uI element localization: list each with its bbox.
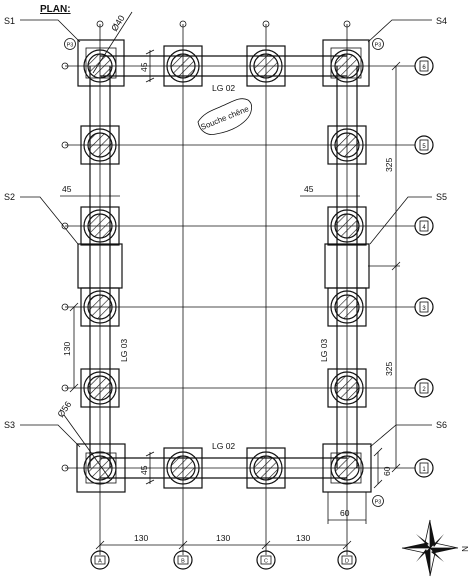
diameter-top-label: Ø40 <box>109 13 126 33</box>
beam-bottom <box>100 457 347 479</box>
pile-a2 <box>80 368 120 408</box>
svg-text:B: B <box>181 559 185 565</box>
svg-text:3: 3 <box>422 306 426 312</box>
column-axis-lines <box>99 24 348 555</box>
beam-label-left: LG 03 <box>119 339 129 362</box>
support-label-s2: S2 <box>4 192 15 202</box>
row-axis-start-dots <box>61 62 69 472</box>
dim-325-lower-label: 325 <box>384 362 394 376</box>
dim-325-upper-label: 325 <box>384 158 394 172</box>
dim-60-bottom <box>327 492 367 524</box>
pile-corner-a6 <box>77 39 125 87</box>
dim-45-right-label: 45 <box>304 184 314 194</box>
support-leader-s3 <box>20 424 81 448</box>
dim-45-top <box>145 49 155 83</box>
beam-top <box>100 55 347 77</box>
dim-130-bottom-3-label: 130 <box>296 533 310 543</box>
svg-text:6: 6 <box>422 65 426 71</box>
pile-d3 <box>327 287 367 327</box>
beam-label-right: LG 03 <box>319 339 329 362</box>
row-axis-tag-2: 2 <box>414 378 434 398</box>
column-axis-top-dots <box>96 20 351 28</box>
dim-130-left <box>69 302 79 393</box>
dim-130-bottom-1-label: 130 <box>134 533 148 543</box>
svg-text:1: 1 <box>422 467 426 473</box>
support-label-s4: S4 <box>436 16 447 26</box>
dim-45-left <box>60 192 120 200</box>
pile-a5 <box>80 125 120 165</box>
svg-text:C: C <box>264 559 268 565</box>
diameter-top-leader <box>92 11 133 74</box>
dim-45-top-label: 45 <box>139 62 149 72</box>
post-marker-top-left: P3 <box>64 38 76 50</box>
pile-d5 <box>327 125 367 165</box>
pile-b6 <box>163 45 203 87</box>
column-axis-tag-b: B <box>173 550 193 570</box>
pile-d2 <box>327 368 367 408</box>
pile-corner-d6 <box>322 39 370 87</box>
post-marker-top-right: P3 <box>372 38 384 50</box>
north-arrow-icon <box>401 519 459 577</box>
pile-a4 <box>80 206 120 246</box>
pile-d4 <box>327 206 367 246</box>
pile-a3 <box>80 287 120 327</box>
row-axis-tag-1: 1 <box>414 458 434 478</box>
pile-c1 <box>246 447 286 489</box>
svg-text:5: 5 <box>422 144 426 150</box>
svg-text:2: 2 <box>422 387 426 393</box>
column-axis-tag-c: C <box>256 550 276 570</box>
post-marker-bottom-right: P3 <box>372 495 384 507</box>
dim-45-right <box>300 192 360 200</box>
pile-corner-d1 <box>322 443 372 493</box>
dim-325-right <box>368 61 401 473</box>
dim-45-bottom <box>145 451 155 485</box>
diameter-bottom-leader <box>63 414 111 480</box>
svg-text:P3: P3 <box>375 43 382 49</box>
dim-60-right <box>373 447 383 489</box>
support-leader-s6 <box>369 424 432 448</box>
dim-45-left-label: 45 <box>62 184 72 194</box>
support-label-s6: S6 <box>436 420 447 430</box>
dim-130-bottom-chain <box>95 540 352 550</box>
pile-c6 <box>246 45 286 87</box>
support-leader-s1 <box>20 19 81 43</box>
support-leader-s5 <box>369 196 432 245</box>
row-axis-tag-5: 5 <box>414 135 434 155</box>
north-label: N <box>460 546 469 552</box>
oak-stump-outline <box>197 98 252 135</box>
beam-label-top: LG 02 <box>212 83 235 93</box>
row-axis-tag-3: 3 <box>414 297 434 317</box>
svg-text:A: A <box>98 559 102 565</box>
pile-b1 <box>163 447 203 489</box>
svg-text:4: 4 <box>422 225 426 231</box>
beam-label-bottom: LG 02 <box>212 441 235 451</box>
dim-130-bottom-2-label: 130 <box>216 533 230 543</box>
svg-text:P3: P3 <box>67 43 74 49</box>
svg-text:P3: P3 <box>375 500 382 506</box>
column-axis-tag-a: A <box>90 550 110 570</box>
support-label-s5: S5 <box>436 192 447 202</box>
oak-stump-label: Souche chêne <box>199 104 250 132</box>
dim-130-left-label: 130 <box>62 342 72 356</box>
support-leader-s2 <box>20 196 79 245</box>
support-label-s1: S1 <box>4 16 15 26</box>
dim-45-bottom-label: 45 <box>139 465 149 475</box>
support-label-s3: S3 <box>4 420 15 430</box>
column-axis-tag-d: D <box>337 550 357 570</box>
row-axis-tag-4: 4 <box>414 216 434 236</box>
svg-text:D: D <box>345 559 349 565</box>
row-axis-tag-6: 6 <box>414 56 434 76</box>
support-leader-s4 <box>367 19 432 43</box>
diameter-bottom-label: Ø56 <box>55 399 73 419</box>
dim-60-bottom-label: 60 <box>340 508 350 518</box>
plan-title: PLAN: <box>40 4 71 15</box>
dim-60-right-label: 60 <box>382 466 392 476</box>
